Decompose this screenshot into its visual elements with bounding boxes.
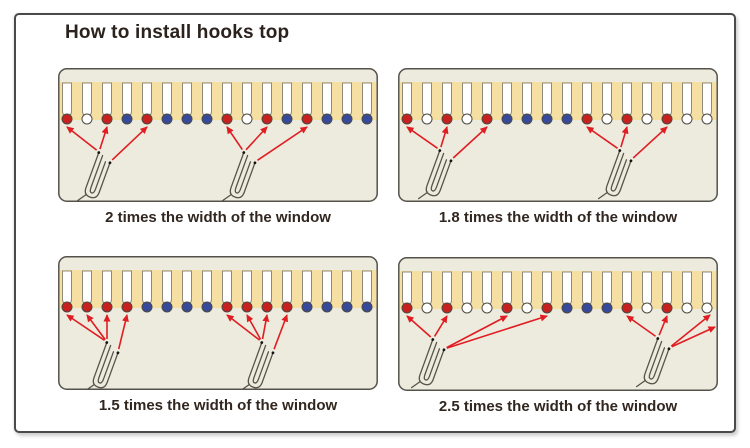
- hook-diagram-2-5x: [398, 257, 718, 391]
- hook-diagram-1-5x: [58, 256, 378, 390]
- panel-1-5x: 1.5 times the width of the window: [58, 256, 378, 414]
- panel-2-5x: 2.5 times the width of the window: [398, 257, 718, 415]
- page-title: How to install hooks top: [65, 22, 290, 43]
- panel-2x: 2 times the width of the window: [58, 68, 378, 226]
- panel-caption: 1.8 times the width of the window: [438, 209, 678, 226]
- hook-diagram-2x: [58, 68, 378, 202]
- panel-caption: 2.5 times the width of the window: [438, 398, 678, 415]
- hook-diagram-1-8x: [398, 68, 718, 202]
- panel-caption: 1.5 times the width of the window: [98, 397, 338, 414]
- panel-caption: 2 times the width of the window: [105, 209, 331, 226]
- panel-1-8x: 1.8 times the width of the window: [398, 68, 718, 226]
